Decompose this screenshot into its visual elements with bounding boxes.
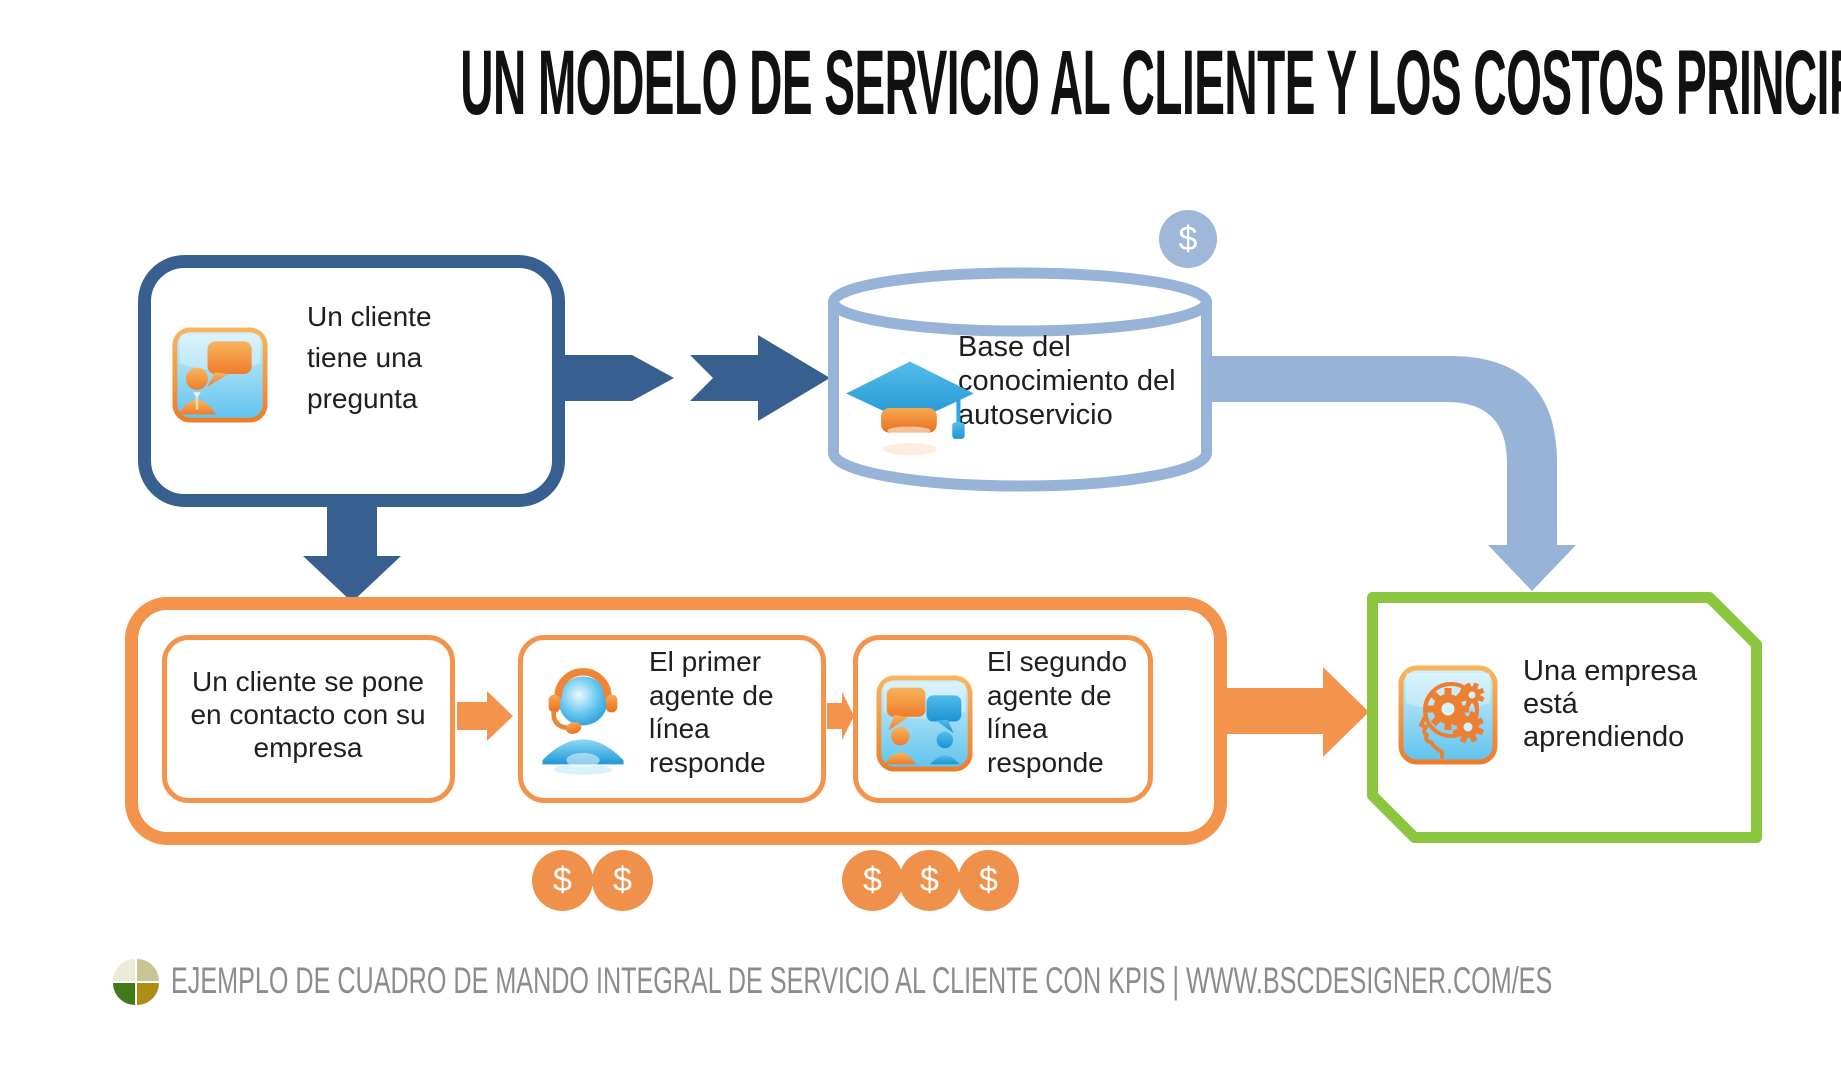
arrow-orange-big [1227,667,1369,757]
cost-badge-knowledge-base: $ [1159,210,1217,268]
cost-badge-second-agent-3: $ [958,850,1019,911]
company-learning-label: Una empresa está aprendiendo [1523,655,1698,753]
knowledge-base-label: Base del conocimiento del autoservicio [958,331,1176,431]
cost-badge-first-agent-2: $ [592,850,653,911]
arrow-right-segment1 [558,355,674,401]
first-agent-label: El primer agente de línea responde [649,646,774,778]
second-agent-label: El segundo agente de línea responde [987,646,1128,778]
head-gears-icon [1398,665,1498,765]
arrow-right-segment2 [690,335,830,421]
headset-agent-icon [542,668,624,775]
arrow-down [303,500,401,602]
knowledge-base-cylinder-top [828,267,1212,337]
chat-person-icon [172,327,268,423]
cost-badge-first-agent-1: $ [532,850,593,911]
bsc-designer-logo [113,959,159,1005]
cost-badge-second-agent-2: $ [899,850,960,911]
arrow-orange-small-1 [457,691,513,741]
contact-company-label: Un cliente se pone en contacto con su em… [190,666,426,763]
knowledge-base-cylinder-body [828,296,1212,492]
contact-company-box [162,635,455,803]
footer-text: EJEMPLO DE CUADRO DE MANDO INTEGRAL DE S… [171,960,1553,1001]
arrow-elbow-lightblue [1206,356,1576,591]
cost-badge-second-agent-1: $ [842,850,903,911]
graduation-cap-icon [846,361,974,456]
customer-question-box [138,255,565,507]
arrow-orange-small-2 [827,692,854,740]
company-learning-box [1367,592,1762,843]
customer-question-label: Un cliente tiene una pregunta [307,301,432,414]
people-chat-icon [876,675,973,772]
